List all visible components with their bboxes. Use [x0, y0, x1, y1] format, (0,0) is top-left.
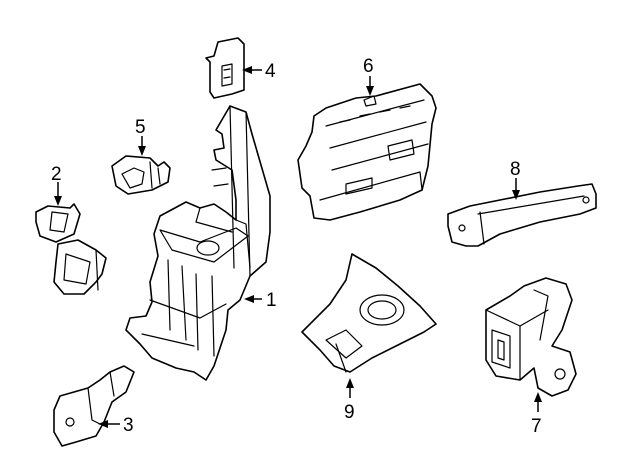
part-1-bracket-assembly[interactable]	[125, 105, 271, 381]
callouts: 1 2 3 4 5 6 7 8 9	[51, 56, 542, 437]
arrowhead-1	[244, 295, 254, 303]
arrowhead-7	[534, 392, 542, 402]
arrowhead-9	[346, 378, 354, 388]
callout-7: 7	[531, 416, 542, 437]
callout-5: 5	[135, 117, 146, 138]
leader-lines	[54, 66, 542, 428]
part-8-sensor-module[interactable]	[447, 183, 597, 247]
arrowhead-8	[512, 190, 520, 200]
arrowhead-5	[138, 146, 146, 156]
arrowhead-6	[366, 86, 374, 96]
part-5-connector[interactable]	[111, 155, 171, 195]
arrowhead-3	[98, 420, 108, 428]
part-2-clips[interactable]	[35, 203, 107, 295]
callout-9: 9	[344, 402, 355, 423]
callout-1: 1	[266, 290, 277, 311]
part-4-bracket[interactable]	[205, 37, 245, 99]
callout-4: 4	[265, 61, 276, 82]
callout-2: 2	[51, 164, 62, 185]
callout-6: 6	[363, 56, 374, 77]
part-6-control-module[interactable]	[297, 83, 437, 221]
part-3-bracket[interactable]	[53, 365, 135, 447]
part-7-module-bracket[interactable]	[485, 277, 577, 397]
arrowhead-4	[242, 66, 252, 74]
callout-3: 3	[123, 415, 134, 436]
part-9-mounting-plate[interactable]	[301, 253, 437, 373]
arrowhead-2	[54, 196, 62, 206]
callout-8: 8	[510, 159, 521, 180]
